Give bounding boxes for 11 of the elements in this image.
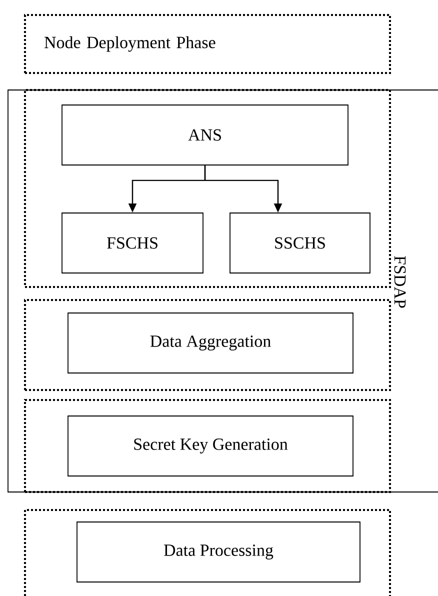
process-box: Data Aggregation xyxy=(68,312,354,374)
phase-box: Node Deployment Phase xyxy=(24,14,391,74)
process-box: Secret Key Generation xyxy=(68,416,354,476)
process-box: ANS xyxy=(62,104,348,166)
process-box: SSCHS xyxy=(230,212,370,274)
process-box: Data Processing xyxy=(76,522,360,582)
dotted-box xyxy=(24,89,391,288)
dotted-box xyxy=(24,399,391,493)
process-box: FSCHS xyxy=(62,212,204,274)
dotted-box xyxy=(24,509,391,596)
dotted-box xyxy=(24,299,391,391)
